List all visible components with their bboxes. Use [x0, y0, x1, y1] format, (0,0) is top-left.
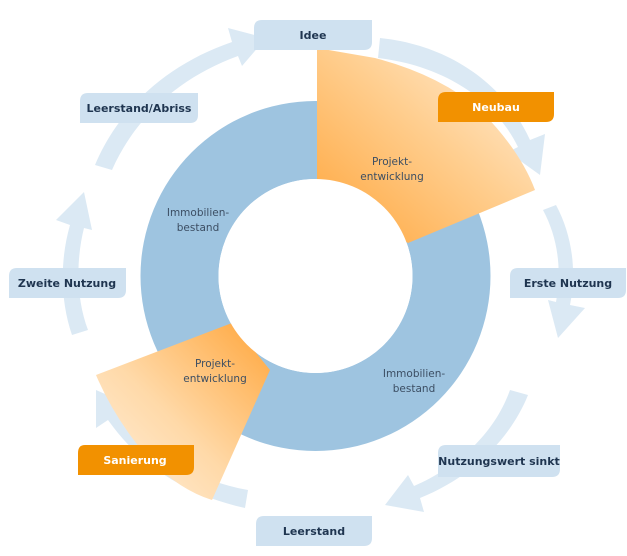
cycle-arrow-top-right: [378, 38, 545, 175]
svg-text:Leerstand/Abriss: Leerstand/Abriss: [87, 102, 192, 115]
ring-label-bestand-right-2: bestand: [393, 383, 435, 395]
cycle-arrow-bottom-right: [385, 390, 528, 512]
stage-tag-leerstand-abriss: Leerstand/Abriss: [80, 93, 198, 123]
svg-text:Neubau: Neubau: [472, 101, 520, 114]
svg-text:Erste Nutzung: Erste Nutzung: [524, 277, 612, 290]
ring-label-projekt-bottom-2: entwicklung: [183, 373, 246, 385]
sector-projektentwicklung-bottom: [96, 323, 270, 500]
sector-projektentwicklung-top: [317, 48, 535, 243]
cycle-arrow-top-left: [95, 28, 266, 170]
stage-tag-neubau: Neubau: [438, 92, 554, 122]
svg-text:Idee: Idee: [300, 29, 327, 42]
svg-text:Nutzungswert sinkt: Nutzungswert sinkt: [438, 455, 560, 468]
stage-tag-sanierung: Sanierung: [78, 445, 194, 475]
donut-center: [218, 179, 413, 373]
svg-text:Zweite Nutzung: Zweite Nutzung: [18, 277, 116, 290]
svg-text:Sanierung: Sanierung: [103, 454, 166, 467]
ring-label-bestand-left-2: bestand: [177, 222, 219, 234]
ring-label-projekt-top-2: entwicklung: [360, 171, 423, 183]
stage-tag-erste-nutzung: Erste Nutzung: [510, 268, 626, 298]
stage-tag-zweite-nutzung: Zweite Nutzung: [9, 268, 126, 298]
svg-text:Leerstand: Leerstand: [283, 525, 345, 538]
stage-tag-idee: Idee: [254, 20, 372, 50]
ring-label-projekt-top-1: Projekt-: [372, 156, 412, 168]
stage-tag-leerstand: Leerstand: [256, 516, 372, 546]
ring-label-projekt-bottom-1: Projekt-: [195, 358, 235, 370]
ring-label-bestand-right-1: Immobilien-: [383, 368, 446, 380]
cycle-arrow-left: [56, 192, 92, 335]
stage-tag-nutzungswert-sinkt: Nutzungswert sinkt: [438, 445, 560, 477]
ring-label-bestand-left-1: Immobilien-: [167, 207, 230, 219]
